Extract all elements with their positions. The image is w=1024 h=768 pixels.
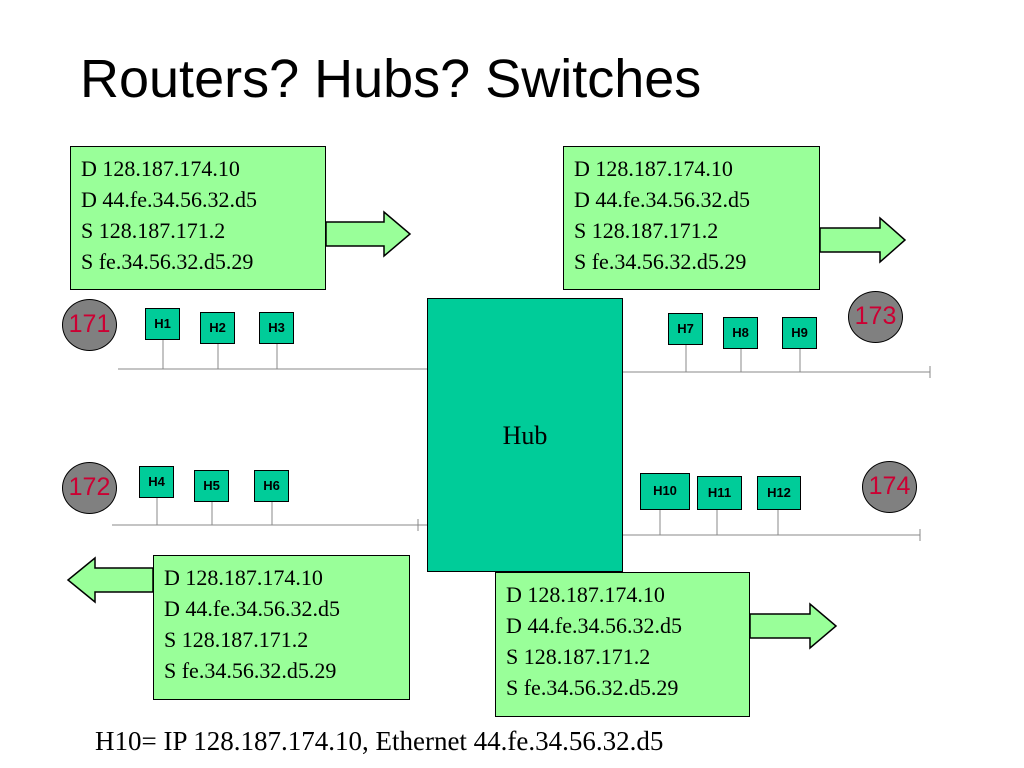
packet-src-ip: S 128.187.171.2 — [574, 218, 719, 243]
packet-src-ip: S 128.187.171.2 — [506, 644, 651, 669]
packet-src-mac: S fe.34.56.32.d5.29 — [574, 249, 747, 274]
packet-box-bottom-right: D 128.187.174.10 D 44.fe.34.56.32.d5 S 1… — [495, 572, 750, 717]
network-172-circle: 172 — [62, 462, 117, 514]
host-h6: H6 — [254, 470, 289, 502]
host-h3: H3 — [259, 312, 294, 344]
packet-box-top-right: D 128.187.174.10 D 44.fe.34.56.32.d5 S 1… — [563, 146, 820, 290]
packet-box-top-left: D 128.187.174.10 D 44.fe.34.56.32.d5 S 1… — [70, 146, 326, 290]
arrow-left-1 — [66, 556, 154, 604]
host-h12: H12 — [757, 476, 801, 510]
packet-dest-ip: D 128.187.174.10 — [164, 565, 323, 590]
packet-src-mac: S fe.34.56.32.d5.29 — [164, 658, 337, 683]
host-h7: H7 — [668, 313, 703, 345]
slide-title: Routers? Hubs? Switches — [80, 49, 702, 109]
arrow-right-1 — [325, 210, 412, 258]
network-174-circle: 174 — [862, 461, 917, 513]
packet-dest-mac: D 44.fe.34.56.32.d5 — [164, 596, 340, 621]
packet-dest-mac: D 44.fe.34.56.32.d5 — [81, 187, 257, 212]
network-171-circle: 171 — [62, 299, 117, 351]
packet-src-ip: S 128.187.171.2 — [81, 218, 226, 243]
packet-dest-ip: D 128.187.174.10 — [574, 156, 733, 181]
host-h9: H9 — [782, 317, 817, 349]
packet-src-mac: S fe.34.56.32.d5.29 — [506, 675, 679, 700]
host-h2: H2 — [200, 312, 235, 344]
packet-dest-ip: D 128.187.174.10 — [506, 582, 665, 607]
hub-label: Hub — [502, 421, 548, 450]
arrow-right-3 — [749, 602, 838, 650]
host-h8: H8 — [723, 317, 758, 349]
host-h5: H5 — [194, 470, 229, 502]
host-h4: H4 — [139, 466, 174, 498]
packet-dest-mac: D 44.fe.34.56.32.d5 — [574, 187, 750, 212]
packet-src-mac: S fe.34.56.32.d5.29 — [81, 249, 254, 274]
host-h11: H11 — [697, 476, 742, 510]
host-h1: H1 — [145, 308, 180, 340]
footer-note: H10= IP 128.187.174.10, Ethernet 44.fe.3… — [95, 726, 664, 756]
packet-src-ip: S 128.187.171.2 — [164, 627, 309, 652]
packet-dest-ip: D 128.187.174.10 — [81, 156, 240, 181]
packet-box-bottom-left: D 128.187.174.10 D 44.fe.34.56.32.d5 S 1… — [153, 555, 410, 700]
network-173-circle: 173 — [848, 291, 903, 343]
hub-device: Hub — [427, 298, 623, 572]
packet-dest-mac: D 44.fe.34.56.32.d5 — [506, 613, 682, 638]
host-h10: H10 — [640, 473, 690, 510]
arrow-right-2 — [819, 216, 907, 264]
